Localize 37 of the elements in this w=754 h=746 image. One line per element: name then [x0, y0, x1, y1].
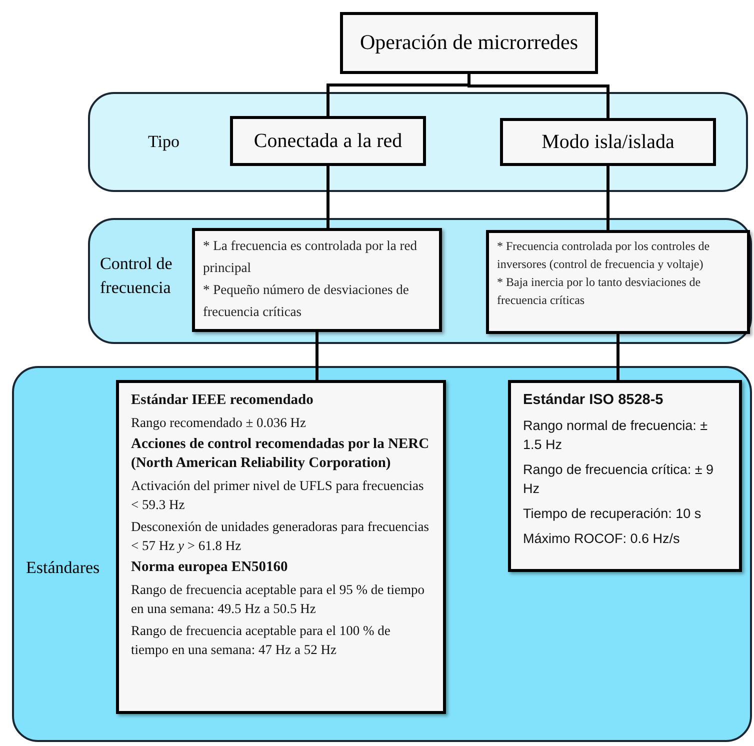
standards-box [116, 380, 446, 714]
body-text: Máximo ROCOF: 0.6 Hz/s [523, 530, 681, 548]
connector-line [616, 334, 620, 380]
connector-line [606, 166, 610, 230]
body-text: * Baja inercia por lo tanto desviaciones de frecuencia críticas [497, 274, 702, 309]
type-box [500, 118, 716, 166]
body-text: Rango de frecuencia aceptable para el 100 % de tiempo en una semana: 47 Hz a 52 Hz [131, 622, 392, 659]
category-band [88, 92, 748, 192]
body-text: Modo isla/islada [542, 130, 674, 155]
body-text: * Frecuencia controlada por los controles de inversores (control de frecuencia y voltaje) [497, 238, 711, 273]
body-text: * Pequeño número de desviaciones de frecuencia críticas [203, 281, 410, 321]
body-text: Conectada a la red [254, 129, 402, 154]
band-label: Control de frecuencia [100, 253, 174, 299]
band-label: Estándares [26, 557, 101, 579]
connector-line [316, 332, 318, 380]
heading-text: Estándar ISO 8528-5 [523, 391, 664, 410]
body-text: Rango de frecuencia aceptable para el 95 % de tiempo en una semana: 49.5 Hz a 50.5 Hz [131, 581, 426, 618]
description-box [486, 230, 750, 334]
body-text: Rango de frecuencia crítica: ± 9 Hz [523, 461, 715, 498]
heading-text: Norma europea EN50160 [131, 558, 289, 577]
heading-text: Acciones de control recomendadas por la NERC (North American Reliability Corporation) [131, 435, 430, 473]
heading-text: Estándar IEEE recomendado [131, 391, 314, 410]
type-box [230, 116, 426, 166]
body-text: Rango recomendado ± 0.036 Hz [131, 414, 307, 432]
title-box [340, 12, 598, 74]
body-text: * La frecuencia es controlada por la red principal [203, 237, 418, 277]
connector-line [326, 166, 330, 228]
body-text: Desconexión de unidades generadoras para frecuencias < 57 Hz y > 61.8 Hz [131, 518, 430, 555]
category-band [88, 218, 752, 344]
standards-box [508, 380, 742, 572]
body-text: Tiempo de recuperación: 10 s [523, 505, 702, 523]
description-box [192, 228, 442, 332]
body-text: Rango normal de frecuencia: ± 1.5 Hz [523, 417, 709, 454]
band-label: Tipo [148, 131, 181, 153]
body-text: Activación del primer nivel de UFLS para frecuencias < 59.3 Hz [131, 477, 425, 514]
body-text: Operación de microrredes [360, 29, 578, 56]
category-band [12, 366, 752, 742]
